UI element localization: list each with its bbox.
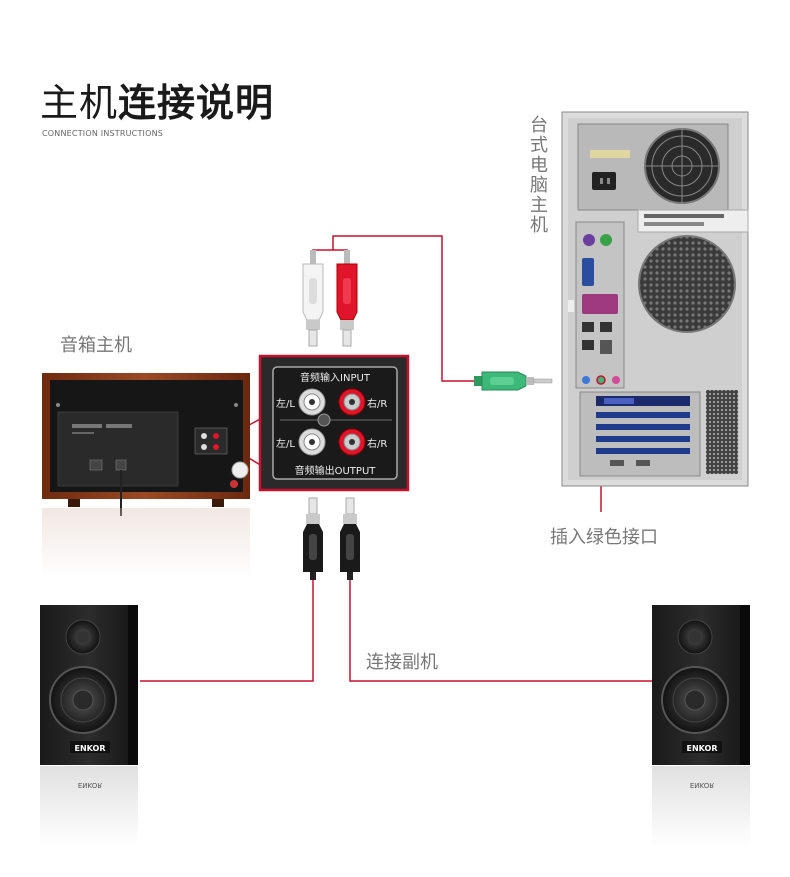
panel-input-right-label: 右/R xyxy=(367,397,387,410)
right-speaker-brand-reflection: ENKOR xyxy=(690,781,714,789)
green-jack-label: 插入绿色接口 xyxy=(550,527,658,548)
panel-input-left-label: 左/L xyxy=(276,397,295,410)
left-satellite-speaker: ENKOR ENKOR xyxy=(40,605,138,846)
right-satellite-speaker: ENKOR ENKOR xyxy=(652,605,750,846)
right-speaker-brand: ENKOR xyxy=(687,744,718,753)
page-title: 主机连接说明 xyxy=(40,81,275,125)
jack-input-left xyxy=(298,388,326,416)
rca-black-plug-icon-right xyxy=(340,497,360,580)
panel-output-left-label: 左/L xyxy=(276,437,295,450)
jack-panel-zoom: 音频输入INPUT 音频输出OUTPUT 左/L 右/R 左/L 右/R xyxy=(258,354,410,492)
left-speaker-brand: ENKOR xyxy=(75,744,106,753)
rca-white-plug-icon xyxy=(302,250,324,347)
pc-label: 台式电脑主机 xyxy=(530,115,548,236)
panel-output-right-label: 右/R xyxy=(367,437,387,450)
panel-input-label: 音频输入INPUT xyxy=(300,371,371,384)
jack-output-right xyxy=(338,428,366,456)
main-speaker-unit xyxy=(42,373,250,578)
rca-black-plug-icon-left xyxy=(303,497,323,580)
left-speaker-brand-reflection: ENKOR xyxy=(78,781,102,789)
speaker-main-label: 音箱主机 xyxy=(60,335,132,356)
jack-input-right xyxy=(338,388,366,416)
panel-output-label: 音频输出OUTPUT xyxy=(295,464,377,477)
pc-tower xyxy=(561,111,749,487)
connect-sub-label: 连接副机 xyxy=(366,652,438,673)
right-speaker-line xyxy=(349,578,653,682)
left-speaker-line xyxy=(140,578,314,682)
page-subtitle: CONNECTION INSTRUCTIONS xyxy=(42,129,164,138)
aux-green-plug-icon xyxy=(474,371,553,391)
jack-output-left xyxy=(298,428,326,456)
rca-red-plug-icon xyxy=(336,250,358,347)
